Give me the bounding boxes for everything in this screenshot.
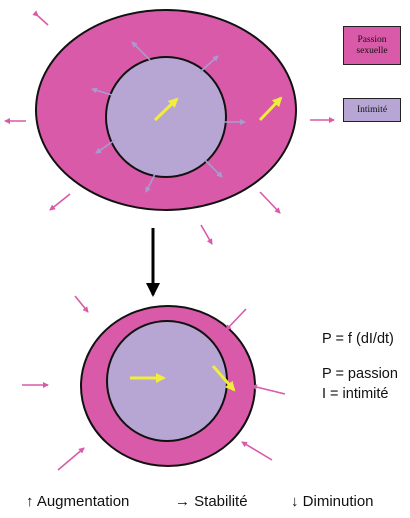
passion-arrow: [200, 224, 213, 245]
top-state: [4, 9, 335, 245]
passion-arrow: [225, 308, 247, 331]
formula-definition-i: I = intimité: [322, 386, 389, 402]
intimacy-arrow: [131, 41, 151, 61]
intimacy-arrow: [145, 173, 156, 193]
legend-augmentation: ↑ Augmentation: [26, 493, 130, 510]
intimacy-arrow: [95, 139, 116, 154]
passion-arrow: [251, 384, 286, 395]
intimacy-arrow: [199, 55, 219, 73]
legend-passion-label: Passion sexuelle: [356, 34, 388, 56]
legend-passion-box: Passion sexuelle: [343, 26, 401, 65]
passion-arrow: [259, 191, 281, 214]
passion-arrow: [57, 447, 85, 471]
passion-decrease-arrow: [211, 365, 236, 392]
legend-intimacy-box: Intimité: [343, 98, 401, 122]
top-intimacy-circle: [105, 56, 227, 178]
formula-definition-p: P = passion: [322, 366, 398, 382]
legend-intimacy-label: Intimité: [356, 104, 388, 115]
passion-arrow: [49, 193, 71, 211]
intimacy-arrow: [91, 87, 113, 96]
intimacy-arrow: [204, 159, 223, 178]
legend-stabilite: → Stabilité: [175, 493, 248, 510]
legend-diminution: ↓ Diminution: [291, 493, 374, 510]
formula-equation: P = f (dI/dt): [322, 331, 394, 347]
passion-arrow: [32, 10, 49, 26]
passion-growth-arrow: [258, 96, 283, 122]
intimacy-growth-arrow: [153, 97, 179, 122]
bottom-intimacy-circle: [106, 320, 228, 442]
passion-arrow: [74, 295, 89, 313]
passion-arrow: [241, 441, 273, 461]
bottom-state: [22, 295, 286, 471]
